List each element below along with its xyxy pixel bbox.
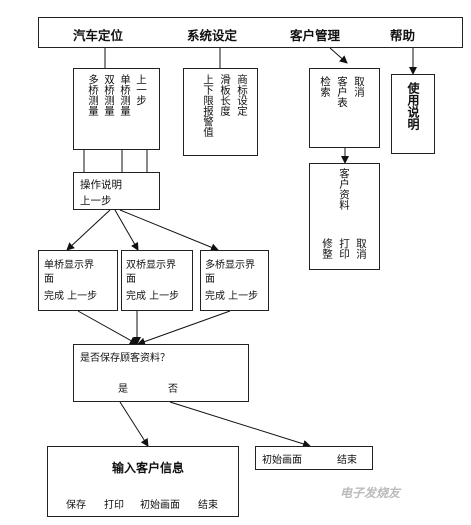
double-axle-display-title: 双桥显示界 bbox=[126, 260, 176, 271]
submenu-slide-length[interactable]: 滑板长度 bbox=[219, 74, 231, 116]
operation-guide[interactable]: 操作说明 bbox=[80, 179, 122, 191]
submenu-multi-axle[interactable]: 多桥测量 bbox=[87, 74, 99, 116]
save-prompt-question: 是否保存顾客资料？ bbox=[80, 353, 170, 364]
multi-axle-display-box bbox=[200, 250, 269, 311]
submenu-previous-step[interactable]: 上一步 bbox=[135, 74, 147, 106]
multi-axle-display-title-cont: 面 bbox=[205, 274, 215, 285]
end-finish-button[interactable]: 结束 bbox=[337, 455, 357, 466]
menu-car-position[interactable]: 汽车定位 bbox=[73, 28, 124, 43]
input-initial-screen-button[interactable]: 初始画面 bbox=[140, 500, 180, 511]
menu-customer-management[interactable]: 客户管理 bbox=[290, 28, 341, 43]
double-axle-display-box bbox=[121, 250, 193, 311]
multi-axle-display-actions[interactable]: 完成 上一步 bbox=[205, 291, 259, 302]
input-customer-info-box bbox=[47, 446, 239, 517]
customer-data-print[interactable]: 打印 bbox=[338, 238, 350, 259]
double-axle-display-title-cont: 面 bbox=[126, 274, 136, 285]
submenu-user-guide[interactable]: 使用说明 bbox=[406, 82, 420, 130]
system-settings-submenu bbox=[183, 68, 258, 156]
operation-previous-step[interactable]: 上一步 bbox=[80, 195, 112, 207]
multi-axle-display-title: 多桥显示界 bbox=[205, 260, 255, 271]
save-prompt-no[interactable]: 否 bbox=[168, 384, 178, 395]
customer-data-edit[interactable]: 修整 bbox=[321, 238, 333, 259]
submenu-double-axle[interactable]: 双桥测量 bbox=[103, 74, 115, 116]
watermark-logo: 电子发烧友 bbox=[340, 486, 401, 500]
operation-box bbox=[73, 172, 160, 210]
car-position-submenu bbox=[73, 68, 160, 150]
top-menu-bar bbox=[38, 17, 463, 48]
save-prompt-box bbox=[73, 344, 249, 402]
input-customer-info-title: 输入客户信息 bbox=[112, 461, 185, 475]
customer-data-box bbox=[309, 163, 380, 270]
single-axle-display-title: 单桥显示界 bbox=[44, 260, 94, 271]
input-save-button[interactable]: 保存 bbox=[66, 500, 86, 511]
customer-submenu bbox=[309, 68, 380, 148]
submenu-search[interactable]: 检索 bbox=[319, 76, 331, 97]
single-axle-display-box bbox=[38, 250, 118, 311]
end-initial-screen-button[interactable]: 初始画面 bbox=[262, 455, 302, 466]
submenu-single-axle[interactable]: 单桥测量 bbox=[119, 74, 131, 116]
customer-data-cancel[interactable]: 取消 bbox=[355, 238, 367, 259]
menu-help[interactable]: 帮助 bbox=[390, 28, 416, 43]
menu-system-settings[interactable]: 系统设定 bbox=[187, 28, 238, 43]
input-print-button[interactable]: 打印 bbox=[104, 500, 124, 511]
submenu-limit-alarm[interactable]: 上下限报警值 bbox=[202, 74, 214, 137]
customer-data-title: 客户资料 bbox=[338, 168, 350, 210]
submenu-logo-setting[interactable]: 商标设定 bbox=[236, 74, 248, 116]
input-end-button[interactable]: 结束 bbox=[198, 500, 218, 511]
single-axle-display-actions[interactable]: 完成 上一步 bbox=[44, 291, 98, 302]
single-axle-display-title-cont: 面 bbox=[44, 274, 54, 285]
submenu-customer-table[interactable]: 客户表 bbox=[336, 76, 348, 108]
help-submenu bbox=[391, 74, 435, 154]
save-prompt-yes[interactable]: 是 bbox=[118, 384, 128, 395]
submenu-cancel[interactable]: 取消 bbox=[353, 76, 365, 97]
end-box bbox=[255, 446, 373, 470]
double-axle-display-actions[interactable]: 完成 上一步 bbox=[126, 291, 180, 302]
